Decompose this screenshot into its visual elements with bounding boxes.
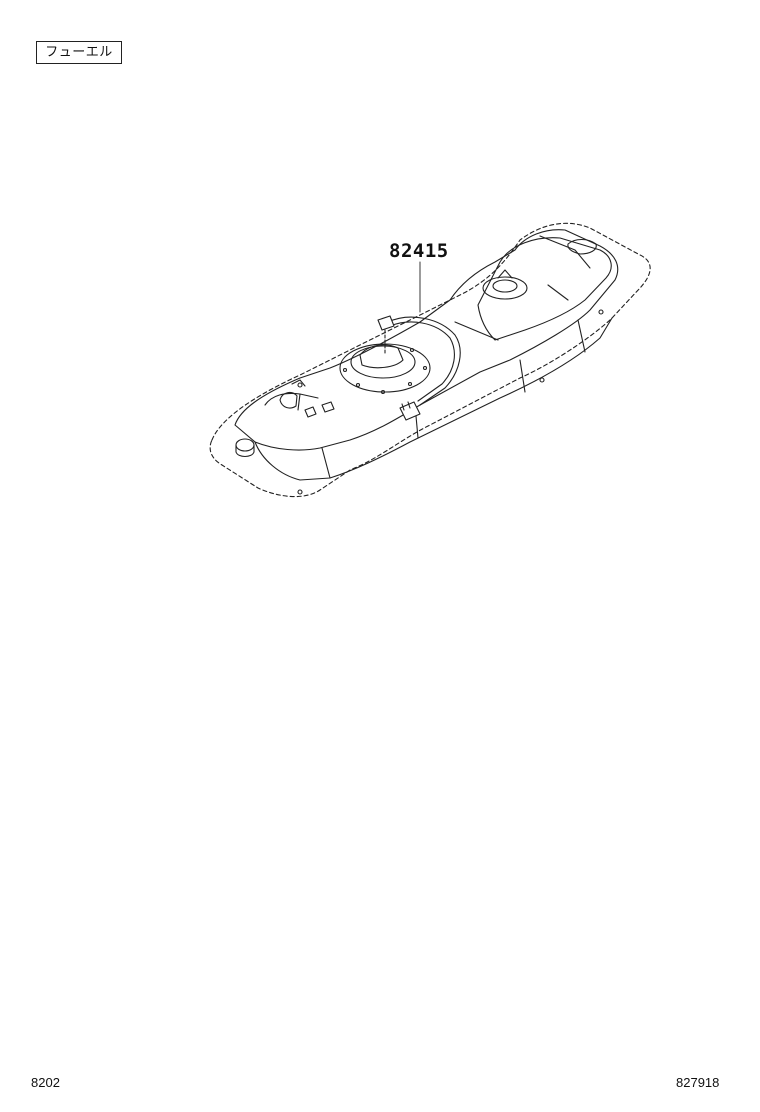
inspection-square-2 bbox=[322, 402, 334, 412]
right-code: 827918 bbox=[676, 1075, 720, 1090]
tank-side-wall bbox=[255, 318, 612, 480]
inspection-square-1 bbox=[305, 407, 316, 417]
tank-flange-outline bbox=[210, 223, 650, 496]
pump-bolt-3 bbox=[382, 391, 385, 394]
pump-top bbox=[360, 345, 403, 368]
mount-hole-3 bbox=[599, 310, 603, 314]
pump-bolt-2 bbox=[357, 384, 360, 387]
part-callout-82415[interactable]: 82415 bbox=[389, 240, 449, 262]
wire-harness-inner bbox=[390, 322, 454, 401]
footer-right-code: 827918 bbox=[676, 1075, 719, 1090]
connector-lower bbox=[400, 402, 420, 420]
tank-body-top bbox=[235, 230, 618, 450]
mount-hole-4 bbox=[298, 383, 302, 387]
wire-harness bbox=[388, 317, 460, 405]
mount-hole-1 bbox=[298, 490, 302, 494]
tank-front-step bbox=[265, 393, 318, 410]
footer-left-code: 8202 bbox=[31, 1075, 60, 1090]
front-pipe-body bbox=[236, 445, 254, 457]
pump-bolt-4 bbox=[409, 383, 412, 386]
tank-rear-hump bbox=[478, 238, 611, 340]
front-boss bbox=[280, 393, 297, 408]
mount-hole-2 bbox=[540, 378, 544, 382]
connector-upper bbox=[378, 316, 394, 330]
rear-port-clip bbox=[498, 270, 512, 278]
tank-rear-pad bbox=[568, 240, 596, 255]
tank-rear-ridge bbox=[455, 236, 590, 340]
tank-side-lower bbox=[322, 320, 585, 478]
pump-flange-inner bbox=[351, 346, 415, 378]
front-vent bbox=[292, 380, 305, 386]
pump-bolt-1 bbox=[344, 369, 347, 372]
rear-port bbox=[483, 277, 527, 299]
left-code: 8202 bbox=[31, 1075, 60, 1090]
part-number: 82415 bbox=[389, 240, 449, 262]
front-pipe bbox=[236, 439, 254, 451]
section-label-box: フューエル bbox=[36, 41, 122, 64]
pump-bolt-6 bbox=[411, 349, 414, 352]
rear-port-inner bbox=[493, 280, 517, 292]
section-label: フューエル bbox=[45, 45, 113, 60]
pump-bolt-5 bbox=[424, 367, 427, 370]
connector-lower-cap bbox=[402, 402, 410, 410]
